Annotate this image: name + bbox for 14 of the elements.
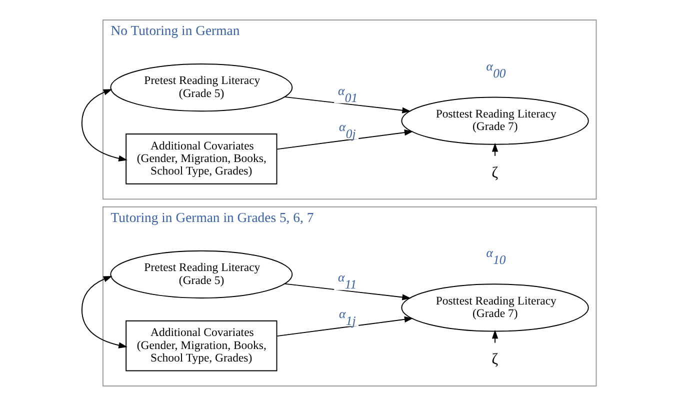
arrow — [284, 283, 411, 300]
node-box: Additional Covariates (Gender, Migration, Books, School Type, Grades) — [125, 134, 277, 184]
arrow — [284, 96, 411, 114]
node-text: ζ — [491, 351, 498, 368]
arrow — [491, 142, 498, 156]
arrow — [491, 330, 498, 344]
arrow — [276, 129, 413, 150]
node-ellipse: Pretest Reading Literacy (Grade 5) — [110, 250, 292, 298]
arrow — [80, 89, 127, 162]
node-text: ζ — [491, 164, 498, 182]
arrow — [80, 276, 127, 348]
node-ellipse: Pretest Reading Literacy (Grade 5) — [110, 64, 292, 112]
arrow — [276, 316, 413, 337]
node-box: Additional Covariates (Gender, Migration, Books, School Type, Grades) — [125, 320, 277, 372]
